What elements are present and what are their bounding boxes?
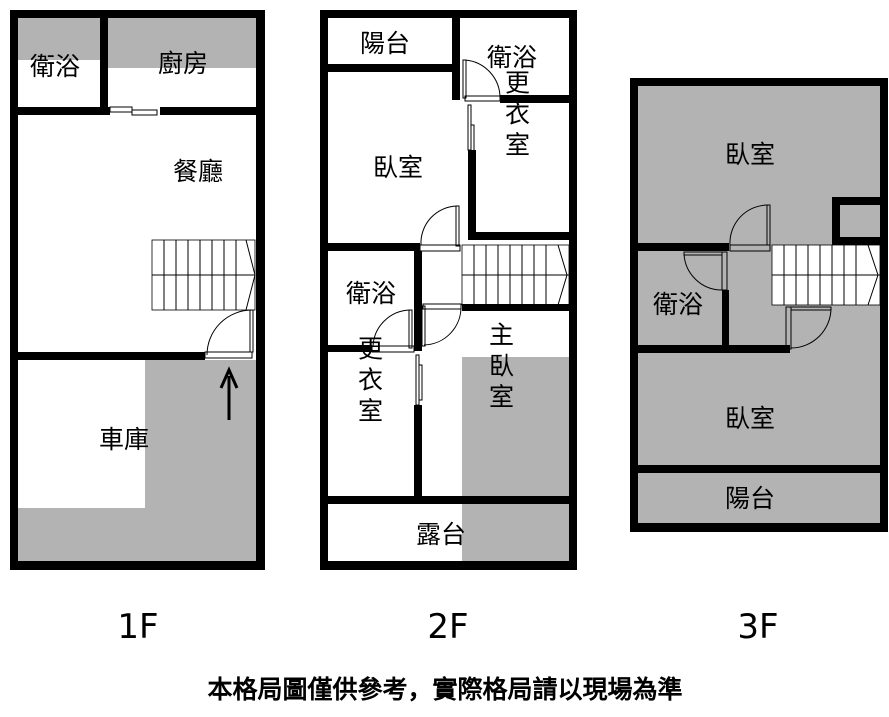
floor-1f-plan: 衛浴 廚房 餐廳 車庫: [10, 10, 265, 570]
disclaimer-note: 本格局圖僅供參考，實際格局請以現場為準: [207, 675, 682, 704]
room-label-closet: 更衣室: [355, 336, 384, 429]
room-label-bedroom-bottom: 臥室: [725, 404, 775, 433]
room-label-master-bedroom: 主臥室: [486, 322, 515, 415]
door: [419, 205, 461, 252]
door: [371, 309, 415, 353]
room-label-bath: 衛浴: [30, 52, 80, 81]
room-label-bedroom-top: 臥室: [725, 140, 775, 169]
floor-label-3f: 3F: [737, 607, 778, 647]
door: [204, 309, 254, 359]
room-label-dining: 餐廳: [173, 157, 223, 186]
floor-label-1f: 1F: [117, 607, 158, 647]
floor-2f-plan: 陽台 衛浴 臥室 更衣室 衛浴 更衣室 主臥室 露台: [320, 10, 577, 570]
staircase: [461, 244, 570, 306]
room-label-balcony: 陽台: [360, 29, 410, 58]
staircase: [771, 244, 881, 306]
door: [729, 204, 771, 252]
room-label-bedroom: 臥室: [373, 153, 423, 182]
master-shading: [462, 357, 569, 497]
bath-shading: [18, 18, 101, 60]
door: [421, 303, 462, 347]
terrace-shading: [462, 504, 569, 561]
door: [462, 59, 501, 102]
wall: [100, 18, 108, 113]
room-label-bath: 衛浴: [346, 279, 396, 308]
room-label-balcony: 陽台: [725, 484, 775, 513]
room-label-terrace: 露台: [416, 520, 466, 549]
room-label-bath: 衛浴: [653, 290, 703, 319]
entrance-arrow-icon: [219, 366, 239, 420]
kitchen-shading: [108, 18, 256, 68]
floor-3f-plan: 臥室 衛浴 臥室 陽台: [630, 78, 888, 532]
staircase: [151, 239, 256, 311]
room-label-kitchen: 廚房: [158, 49, 208, 78]
door: [785, 306, 832, 350]
room-label-bath-top: 衛浴: [487, 43, 537, 72]
door: [683, 251, 728, 291]
room-label-garage: 車庫: [99, 425, 149, 454]
room-label-closet-top: 更衣室: [502, 70, 531, 163]
floor-label-2f: 2F: [427, 607, 468, 647]
